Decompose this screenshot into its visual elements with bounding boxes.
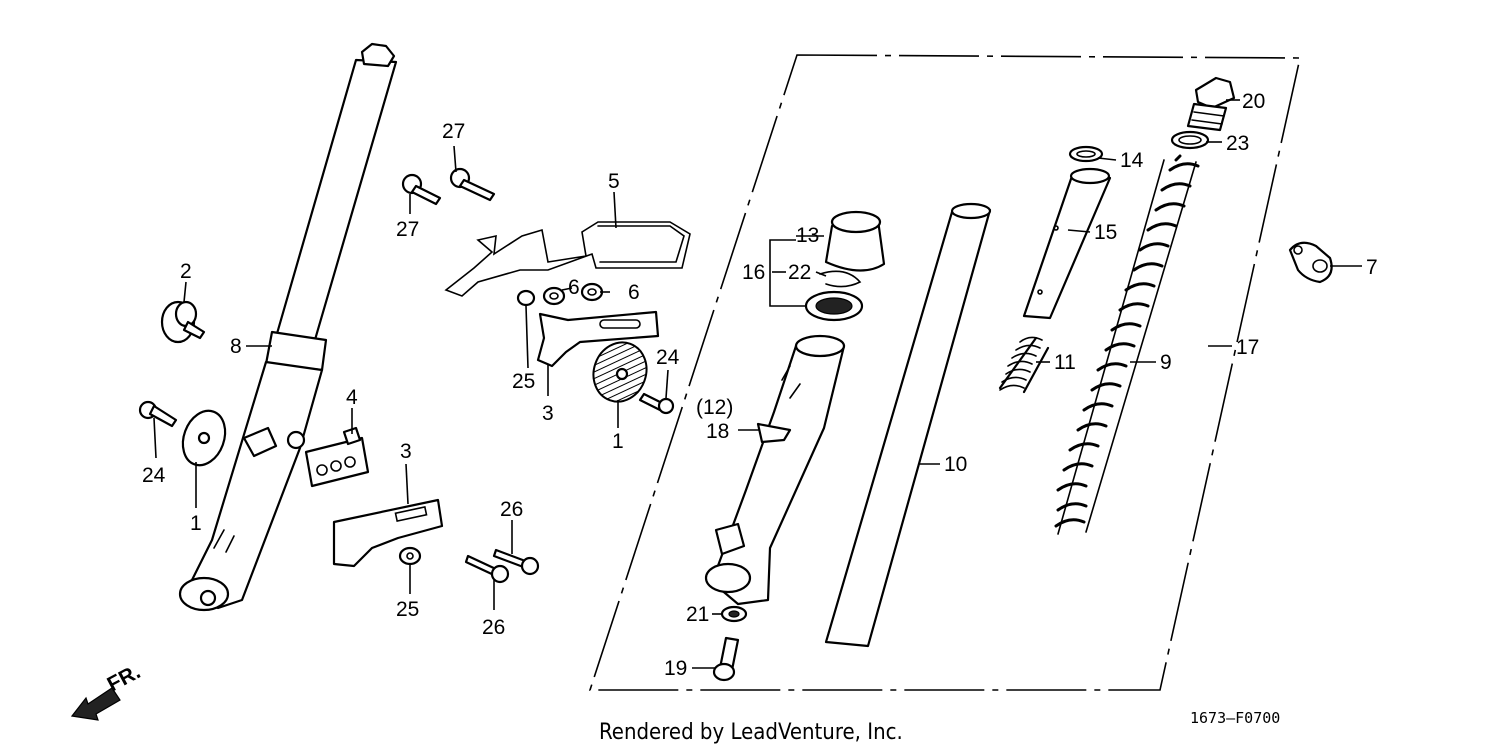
- slider-part-18[interactable]: [704, 334, 846, 606]
- callout-16: 16: [742, 261, 765, 284]
- figure-code: 1673–F0700: [1190, 709, 1280, 727]
- callout-25-upper: 25: [512, 370, 535, 393]
- callout-20: 20: [1242, 90, 1265, 113]
- callout-27-upper: 27: [442, 120, 465, 143]
- callout-10: 10: [944, 453, 967, 476]
- callout-22: 22: [788, 261, 811, 284]
- callout-26-upper: 26: [500, 498, 523, 521]
- spring-part-9[interactable]: [1054, 154, 1200, 535]
- wire-clip-part-5[interactable]: [444, 221, 691, 297]
- spring-part-11[interactable]: [998, 336, 1050, 394]
- callout-3-lower: 3: [400, 440, 412, 463]
- callout-9: 9: [1160, 351, 1172, 374]
- callout-25-lower: 25: [396, 598, 419, 621]
- callout-1-center: 1: [612, 430, 624, 453]
- callout-11: 11: [1054, 351, 1076, 374]
- bolt-part-19[interactable]: [712, 636, 740, 682]
- callout-23: 23: [1226, 132, 1249, 155]
- callout-6-right: 6: [628, 281, 640, 304]
- callout-14: 14: [1120, 149, 1144, 172]
- callout-4: 4: [346, 386, 358, 409]
- fork-assembly-part-8[interactable]: [178, 42, 398, 612]
- callout-labels: 2 8 24 1 4 3 25 26 26 27 27 5 6 6 25 3 1…: [142, 90, 1378, 680]
- callout-27-lower: 27: [396, 218, 419, 241]
- callout-2: 2: [180, 260, 192, 283]
- damper-rod-part-15[interactable]: [1022, 167, 1112, 320]
- callout-1-left: 1: [190, 512, 202, 535]
- callout-18: 18: [706, 420, 729, 443]
- reflector-part-1-center[interactable]: [585, 335, 654, 409]
- bolts-part-27[interactable]: [401, 167, 496, 206]
- dust-seal-part-13[interactable]: [824, 210, 886, 272]
- bracket-part-3-upper[interactable]: [536, 310, 660, 368]
- o-ring-part-23[interactable]: [1170, 130, 1210, 150]
- cap-part-2[interactable]: [160, 300, 206, 344]
- callout-21: 21: [686, 603, 709, 626]
- washer-part-21[interactable]: [720, 605, 748, 623]
- bolts-part-26[interactable]: [464, 548, 540, 584]
- front-direction-arrow: FR.: [70, 660, 144, 721]
- nut-part-25-lower[interactable]: [398, 546, 422, 566]
- clip-part-22[interactable]: [819, 270, 862, 288]
- reflector-part-1-left[interactable]: [176, 405, 233, 471]
- callout-26-lower: 26: [482, 616, 505, 639]
- callout-24-center: 24: [656, 346, 680, 369]
- assembly-boundary: [588, 54, 1301, 691]
- callout-8: 8: [230, 335, 242, 358]
- callout-24-left: 24: [142, 464, 166, 487]
- callout-19: 19: [664, 657, 687, 680]
- credit-text: Rendered by LeadVenture, Inc.: [599, 720, 903, 745]
- callout-15: 15: [1094, 221, 1117, 244]
- nut-part-25-upper[interactable]: [516, 289, 536, 307]
- cable-guide-part-7[interactable]: [1288, 241, 1333, 284]
- callout-7: 7: [1366, 256, 1378, 279]
- bolt-part-24-center[interactable]: [638, 392, 675, 415]
- bolt-part-24-left[interactable]: [138, 400, 178, 428]
- piston-ring-part-14[interactable]: [1068, 145, 1104, 163]
- callout-6-left: 6: [568, 276, 580, 299]
- inner-tube-part-10[interactable]: [824, 202, 992, 648]
- leader-lines: [153, 99, 1362, 669]
- bracket-part-3-lower[interactable]: [332, 498, 444, 568]
- fork-cap-bolt-part-20[interactable]: [1186, 76, 1236, 132]
- bracket-part-4[interactable]: [304, 426, 370, 488]
- callout-13: 13: [796, 224, 819, 247]
- washers-part-6[interactable]: [542, 282, 604, 306]
- callout-12: (12): [696, 396, 733, 419]
- callout-17: 17: [1236, 336, 1259, 359]
- oil-seal-part-16[interactable]: [804, 290, 864, 322]
- callout-5: 5: [608, 170, 620, 193]
- callout-3-upper: 3: [542, 402, 554, 425]
